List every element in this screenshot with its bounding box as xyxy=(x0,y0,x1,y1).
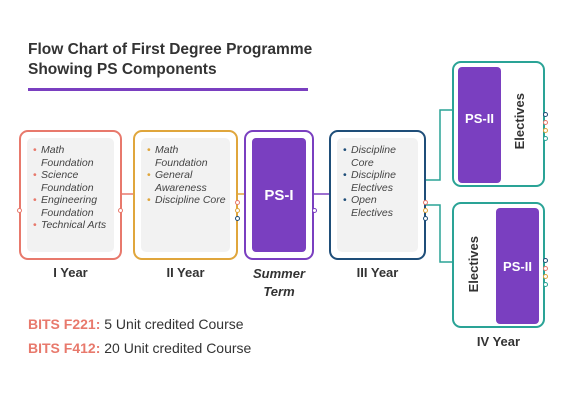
ps1-block: PS-I xyxy=(252,138,306,252)
year4-bottom-box: Electives PS-II xyxy=(452,202,545,328)
connector-dot xyxy=(543,112,548,117)
connector-dot xyxy=(543,258,548,263)
list-item: Math Foundation xyxy=(33,144,114,169)
list-item: Open Electives xyxy=(343,194,418,219)
title-underline xyxy=(28,88,308,91)
connector-dot xyxy=(543,282,548,287)
credit-desc: 20 Unit credited Course xyxy=(100,340,252,356)
connector-dot xyxy=(423,208,428,213)
year1-list: Math Foundation Science Foundation Engin… xyxy=(33,144,114,232)
list-item: Math Foundation xyxy=(147,144,230,169)
connector-dot xyxy=(543,136,548,141)
year1-box: Math Foundation Science Foundation Engin… xyxy=(19,130,122,260)
list-item: Discipline Electives xyxy=(343,169,418,194)
credit-line-2: BITS F412: 20 Unit credited Course xyxy=(28,340,251,356)
credit-code: BITS F412: xyxy=(28,340,101,356)
connector-dot xyxy=(543,266,548,271)
credit-desc: 5 Unit credited Course xyxy=(100,316,244,332)
summer-box: PS-I xyxy=(244,130,314,260)
electives-bottom-label: Electives xyxy=(466,236,481,293)
year3-box: Discipline Core Discipline Electives Ope… xyxy=(329,130,426,260)
list-item: Technical Arts xyxy=(33,219,114,232)
electives-top-label: Electives xyxy=(512,93,527,150)
connector-dot xyxy=(423,200,428,205)
connector-4-5 xyxy=(426,109,452,181)
connector-dot xyxy=(235,200,240,205)
connector-dot xyxy=(17,208,22,213)
year3-label: III Year xyxy=(356,265,399,280)
list-item: Science Foundation xyxy=(33,169,114,194)
connector-4-6 xyxy=(426,204,452,263)
year1-inner: Math Foundation Science Foundation Engin… xyxy=(27,138,114,252)
year2-box: Math Foundation General Awareness Discip… xyxy=(133,130,238,260)
connector-dot xyxy=(543,120,548,125)
year3-inner: Discipline Core Discipline Electives Ope… xyxy=(337,138,418,252)
connector-dot xyxy=(423,216,428,221)
year1-label: I Year xyxy=(53,265,88,280)
ps2-top-block: PS-II xyxy=(458,67,501,183)
year2-label: II Year xyxy=(166,265,205,280)
connector-dot xyxy=(543,128,548,133)
list-item: Discipline Core xyxy=(343,144,418,169)
list-item: General Awareness xyxy=(147,169,230,194)
title-line-2: Showing PS Components xyxy=(28,61,217,78)
year4-label: IV Year xyxy=(476,334,521,349)
ps2-bottom-block: PS-II xyxy=(496,208,539,324)
connector-dot xyxy=(235,216,240,221)
credit-code: BITS F221: xyxy=(28,316,101,332)
chart-title: Flow Chart of First Degree Programme Sho… xyxy=(28,40,312,80)
summer-label-line2: Term xyxy=(263,284,295,299)
summer-label: Summer Term xyxy=(234,265,324,301)
connector-dot xyxy=(543,274,548,279)
credit-line-1: BITS F221: 5 Unit credited Course xyxy=(28,316,244,332)
summer-label-line1: Summer xyxy=(252,266,306,281)
year2-inner: Math Foundation General Awareness Discip… xyxy=(141,138,230,252)
list-item: Engineering Foundation xyxy=(33,194,114,219)
title-line-1: Flow Chart of First Degree Programme xyxy=(28,41,313,58)
year2-list: Math Foundation General Awareness Discip… xyxy=(147,144,230,207)
list-item: Discipline Core xyxy=(147,194,230,207)
connector-dot xyxy=(312,208,317,213)
year3-list: Discipline Core Discipline Electives Ope… xyxy=(343,144,418,219)
connector-dot xyxy=(118,208,123,213)
year4-top-box: PS-II Electives xyxy=(452,61,545,187)
connector-dot xyxy=(235,208,240,213)
